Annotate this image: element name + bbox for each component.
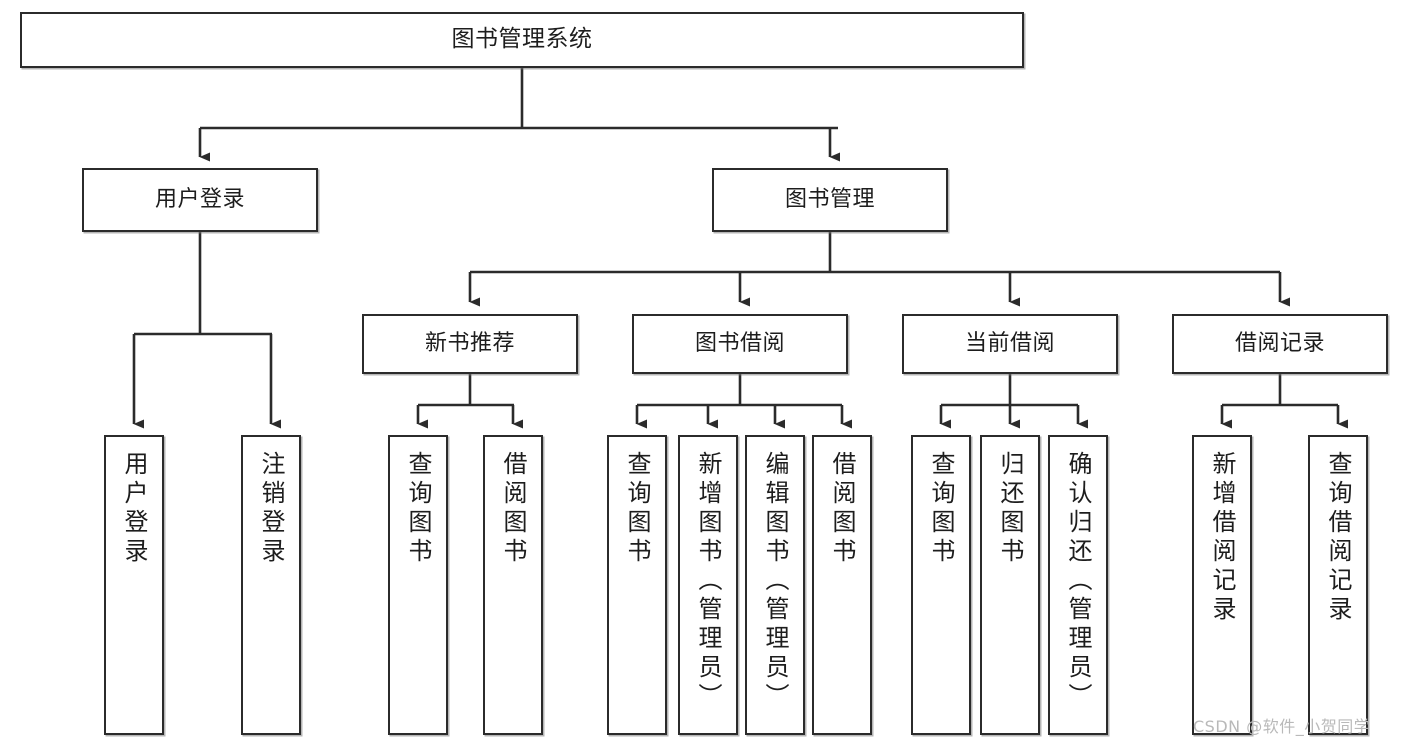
- leaf-recommend-query-book[interactable]: 查询图书: [388, 435, 448, 735]
- node-label: 图书管理: [784, 187, 875, 213]
- node-label: 新增图书（管理员）: [694, 451, 722, 712]
- node-label: 新书推荐: [424, 331, 515, 357]
- node-label: 借阅图书: [499, 451, 527, 567]
- leaf-borrow-edit-book-admin[interactable]: 编辑图书（管理员）: [745, 435, 805, 735]
- node-label: 用户登录: [120, 451, 148, 567]
- node-user-login[interactable]: 用户登录: [82, 168, 318, 232]
- node-label: 图书管理系统: [451, 26, 593, 53]
- leaf-current-query-book[interactable]: 查询图书: [911, 435, 971, 735]
- node-current-borrow[interactable]: 当前借阅: [902, 314, 1118, 374]
- leaf-borrow-borrow-book[interactable]: 借阅图书: [812, 435, 872, 735]
- leaf-borrow-query-book[interactable]: 查询图书: [607, 435, 667, 735]
- node-new-book-recommend[interactable]: 新书推荐: [362, 314, 578, 374]
- leaf-recommend-borrow-book[interactable]: 借阅图书: [483, 435, 543, 735]
- node-label: 查询图书: [927, 451, 955, 567]
- node-label: 当前借阅: [964, 331, 1055, 357]
- node-label: 归还图书: [996, 451, 1024, 567]
- leaf-user-login-logout[interactable]: 注销登录: [241, 435, 301, 735]
- node-label: 注销登录: [257, 451, 285, 567]
- node-label: 图书借阅: [694, 331, 785, 357]
- leaf-current-return-book[interactable]: 归还图书: [980, 435, 1040, 735]
- leaf-user-login-login[interactable]: 用户登录: [104, 435, 164, 735]
- node-label: 查询图书: [404, 451, 432, 567]
- leaf-records-query-record[interactable]: 查询借阅记录: [1308, 435, 1368, 735]
- node-borrow-records[interactable]: 借阅记录: [1172, 314, 1388, 374]
- node-label: 借阅图书: [828, 451, 856, 567]
- node-label: 编辑图书（管理员）: [761, 451, 789, 712]
- node-label: 借阅记录: [1234, 331, 1325, 357]
- leaf-current-confirm-return-admin[interactable]: 确认归还（管理员）: [1048, 435, 1108, 735]
- node-book-borrow[interactable]: 图书借阅: [632, 314, 848, 374]
- node-label: 查询图书: [623, 451, 651, 567]
- leaf-borrow-add-book-admin[interactable]: 新增图书（管理员）: [678, 435, 738, 735]
- leaf-records-add-record[interactable]: 新增借阅记录: [1192, 435, 1252, 735]
- watermark: CSDN @软件_小贺同学: [1193, 717, 1371, 736]
- node-label: 查询借阅记录: [1324, 451, 1352, 625]
- node-label: 新增借阅记录: [1208, 451, 1236, 625]
- node-label: 用户登录: [154, 187, 245, 213]
- node-book-management[interactable]: 图书管理: [712, 168, 948, 232]
- node-root-system[interactable]: 图书管理系统: [20, 12, 1024, 68]
- node-label: 确认归还（管理员）: [1064, 451, 1092, 712]
